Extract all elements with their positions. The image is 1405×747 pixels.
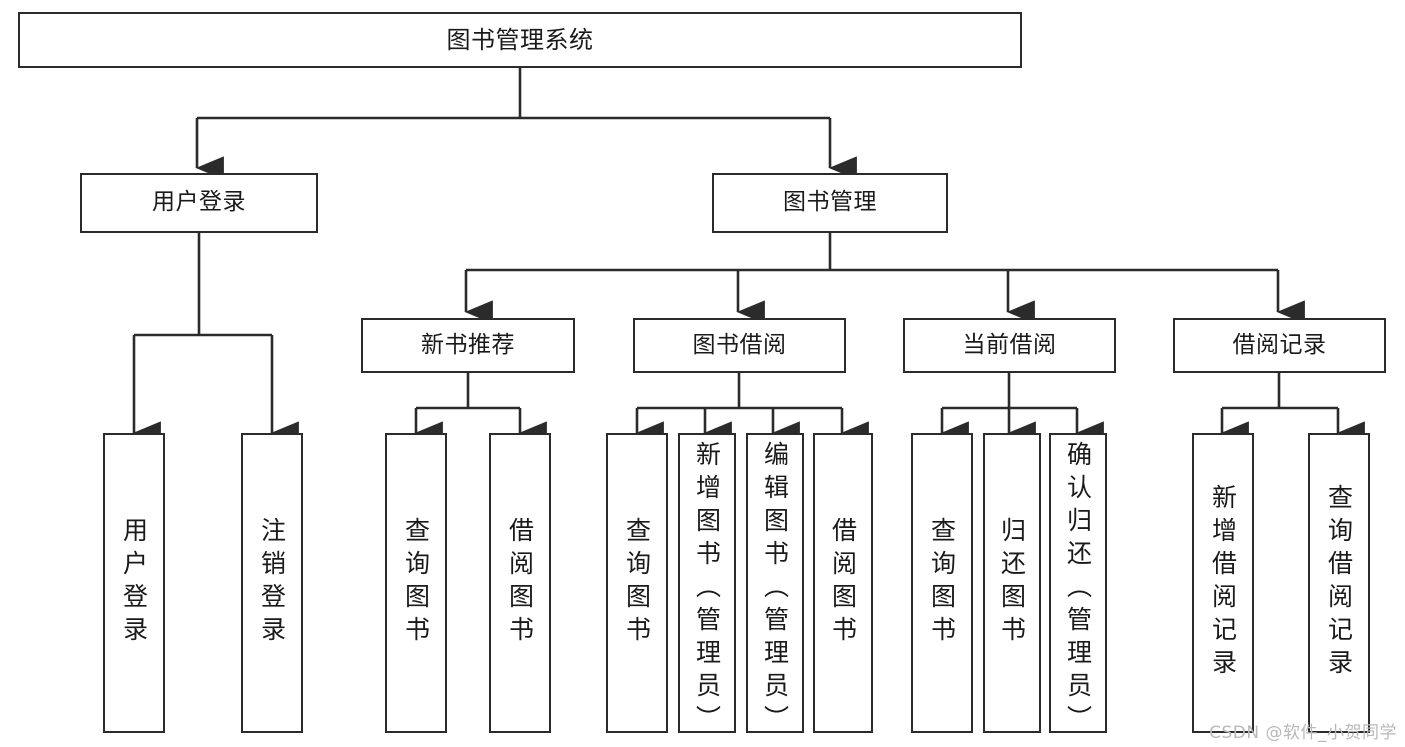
node-label: 图书管理 [783,189,877,216]
node-label: 注销登录 [257,517,287,649]
node-label: 新书推荐 [421,331,515,358]
node-user-login[interactable]: 用户登录 [80,173,318,233]
node-label: 借阅图书 [828,517,858,649]
node-label: 编辑图书（管理员） [760,441,790,733]
node-root-book-management-system[interactable]: 图书管理系统 [18,12,1022,68]
leaf-logout[interactable]: 注销登录 [241,433,303,733]
node-label: 查询图书 [927,517,957,649]
leaf-query-book-recommend[interactable]: 查询图书 [385,433,447,733]
node-new-book-recommend[interactable]: 新书推荐 [361,318,575,373]
node-label: 查询图书 [401,517,431,649]
node-label: 确认归还（管理员） [1063,441,1093,733]
leaf-confirm-return-admin[interactable]: 确认归还（管理员） [1049,433,1107,733]
node-label: 用户登录 [119,517,149,649]
leaf-query-borrow-record[interactable]: 查询借阅记录 [1308,433,1370,733]
node-current-borrow[interactable]: 当前借阅 [903,318,1116,373]
node-label: 图书管理系统 [446,25,594,54]
node-borrow-record[interactable]: 借阅记录 [1173,318,1386,373]
node-book-borrow[interactable]: 图书借阅 [633,318,846,373]
leaf-borrow-book[interactable]: 借阅图书 [813,433,873,733]
node-label: 查询图书 [622,517,652,649]
watermark: CSDN @软件_小贺同学 [1209,723,1397,743]
node-label: 查询借阅记录 [1324,484,1354,682]
node-label: 当前借阅 [962,331,1057,358]
leaf-borrow-book-recommend[interactable]: 借阅图书 [489,433,551,733]
node-label: 借阅图书 [505,517,535,649]
node-label: 归还图书 [997,517,1027,649]
node-label: 用户登录 [152,189,246,216]
leaf-query-book-current[interactable]: 查询图书 [911,433,973,733]
leaf-add-borrow-record[interactable]: 新增借阅记录 [1192,433,1254,733]
leaf-edit-book-admin[interactable]: 编辑图书（管理员） [746,433,804,733]
node-label: 图书借阅 [692,331,787,358]
leaf-return-book[interactable]: 归还图书 [983,433,1041,733]
node-label: 新增借阅记录 [1208,484,1238,682]
node-label: 借阅记录 [1232,331,1327,358]
leaf-add-book-admin[interactable]: 新增图书（管理员） [678,433,736,733]
leaf-query-book-borrow[interactable]: 查询图书 [606,433,668,733]
node-label: 新增图书（管理员） [692,441,722,733]
node-book-management[interactable]: 图书管理 [712,173,948,233]
leaf-user-login[interactable]: 用户登录 [103,433,165,733]
